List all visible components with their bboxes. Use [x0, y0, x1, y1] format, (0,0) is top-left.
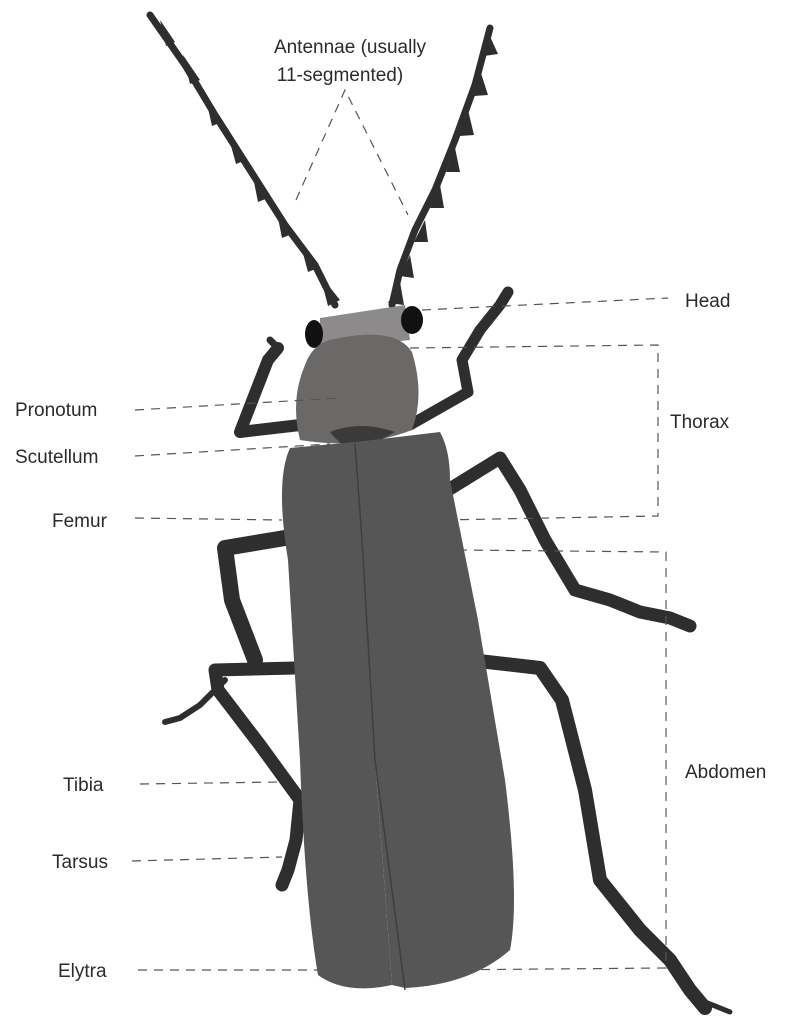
elytra	[282, 432, 514, 990]
femur-label: Femur	[52, 511, 108, 532]
hind-left-leg	[215, 668, 300, 885]
elytra-label: Elytra	[58, 961, 107, 982]
tarsus-leader	[132, 857, 282, 861]
right-eye	[401, 306, 423, 334]
antennae	[150, 15, 498, 306]
head-leader	[422, 298, 668, 310]
tibia-label: Tibia	[63, 775, 104, 796]
tarsus-label: Tarsus	[52, 852, 108, 873]
femur-leader	[135, 518, 282, 520]
front-left-leg	[240, 348, 300, 432]
scutellum-label: Scutellum	[15, 447, 98, 468]
left-eye	[305, 320, 323, 348]
head-label: Head	[685, 291, 730, 312]
pronotum-label: Pronotum	[15, 400, 97, 421]
tibia-leader	[140, 782, 280, 784]
abdomen-label: Abdomen	[685, 762, 766, 783]
antennae-label: Antennae (usually	[274, 37, 427, 58]
middle-left-leg	[225, 538, 285, 660]
thorax-label: Thorax	[670, 412, 730, 433]
antennae-leader	[296, 90, 408, 215]
antennae-label-line2: 11-segmented)	[277, 65, 403, 86]
middle-right-leg	[440, 458, 690, 626]
front-right-leg	[410, 292, 508, 425]
